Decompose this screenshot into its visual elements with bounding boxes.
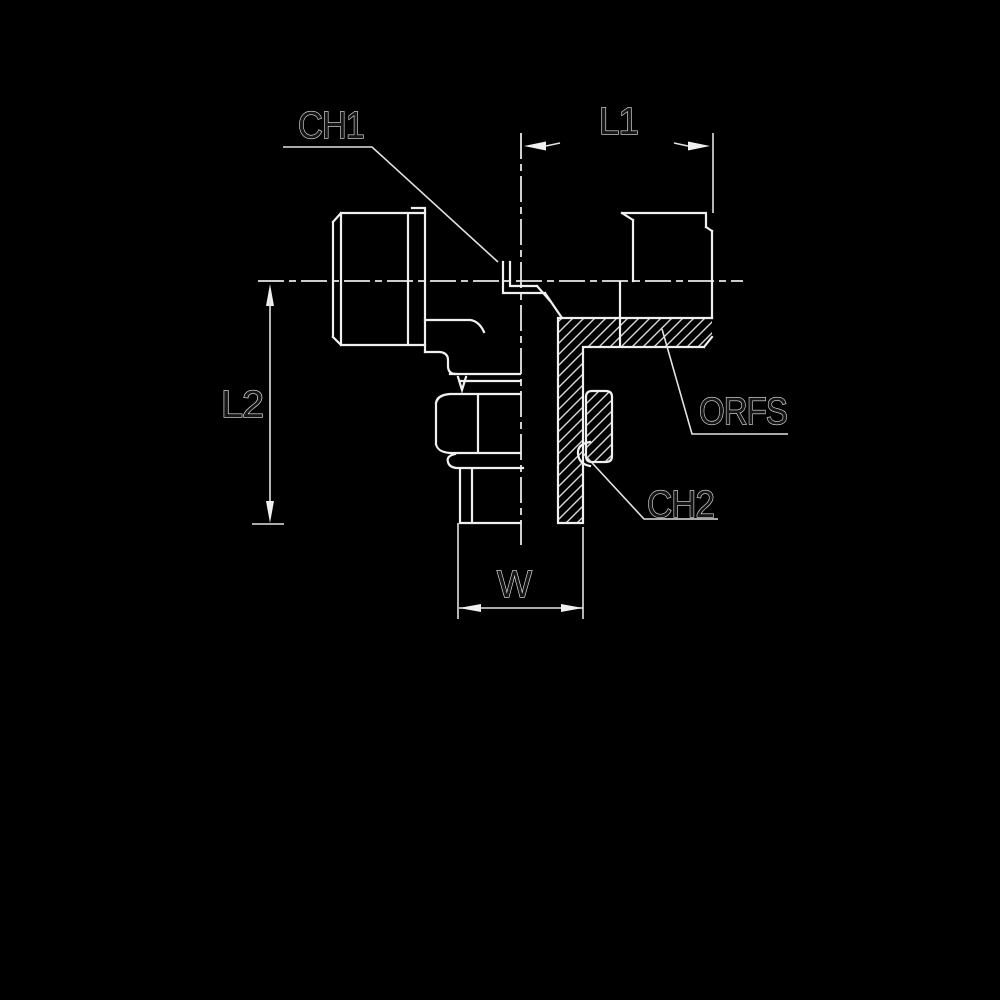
ch2-leader bbox=[581, 451, 718, 520]
fillet-line bbox=[423, 318, 486, 334]
w-arrow-right bbox=[561, 604, 583, 612]
washer-top-lines bbox=[448, 372, 522, 394]
body-outline bbox=[331, 206, 714, 525]
stud-left bbox=[458, 468, 522, 525]
locknut-section bbox=[584, 389, 614, 464]
label-ch1: CH1 bbox=[298, 105, 364, 147]
label-l1: L1 bbox=[599, 101, 638, 143]
washer-edge bbox=[446, 452, 525, 470]
orfs-nut-upper bbox=[620, 211, 714, 320]
label-l2: L2 bbox=[221, 384, 263, 426]
label-ch2: CH2 bbox=[647, 484, 714, 526]
label-orfs: ORFS bbox=[699, 391, 787, 433]
leader-lines bbox=[283, 146, 788, 520]
arm-step bbox=[423, 350, 458, 376]
w-extension-lines bbox=[457, 523, 584, 619]
l1-arrow-right bbox=[688, 141, 710, 151]
section-hatch-areas bbox=[559, 319, 712, 522]
l2-arrow-top bbox=[266, 284, 274, 306]
labels: CH1 L1 L2 ORFS CH2 W bbox=[220, 100, 788, 606]
dimensions bbox=[252, 133, 714, 619]
washer-section bbox=[576, 440, 592, 468]
locknut-hex bbox=[434, 392, 522, 455]
left-hex bbox=[331, 211, 427, 347]
label-w: W bbox=[497, 564, 532, 606]
orfs-nut-section bbox=[556, 280, 714, 525]
l1-arrow-left bbox=[524, 141, 546, 151]
bore-bracket bbox=[501, 260, 564, 320]
ch1-leader bbox=[283, 146, 499, 263]
orfs-leader bbox=[661, 328, 788, 435]
w-arrow-left bbox=[459, 604, 481, 612]
l2-arrow-bottom bbox=[266, 501, 274, 523]
body-shoulder bbox=[410, 206, 427, 354]
centerlines bbox=[258, 133, 743, 545]
